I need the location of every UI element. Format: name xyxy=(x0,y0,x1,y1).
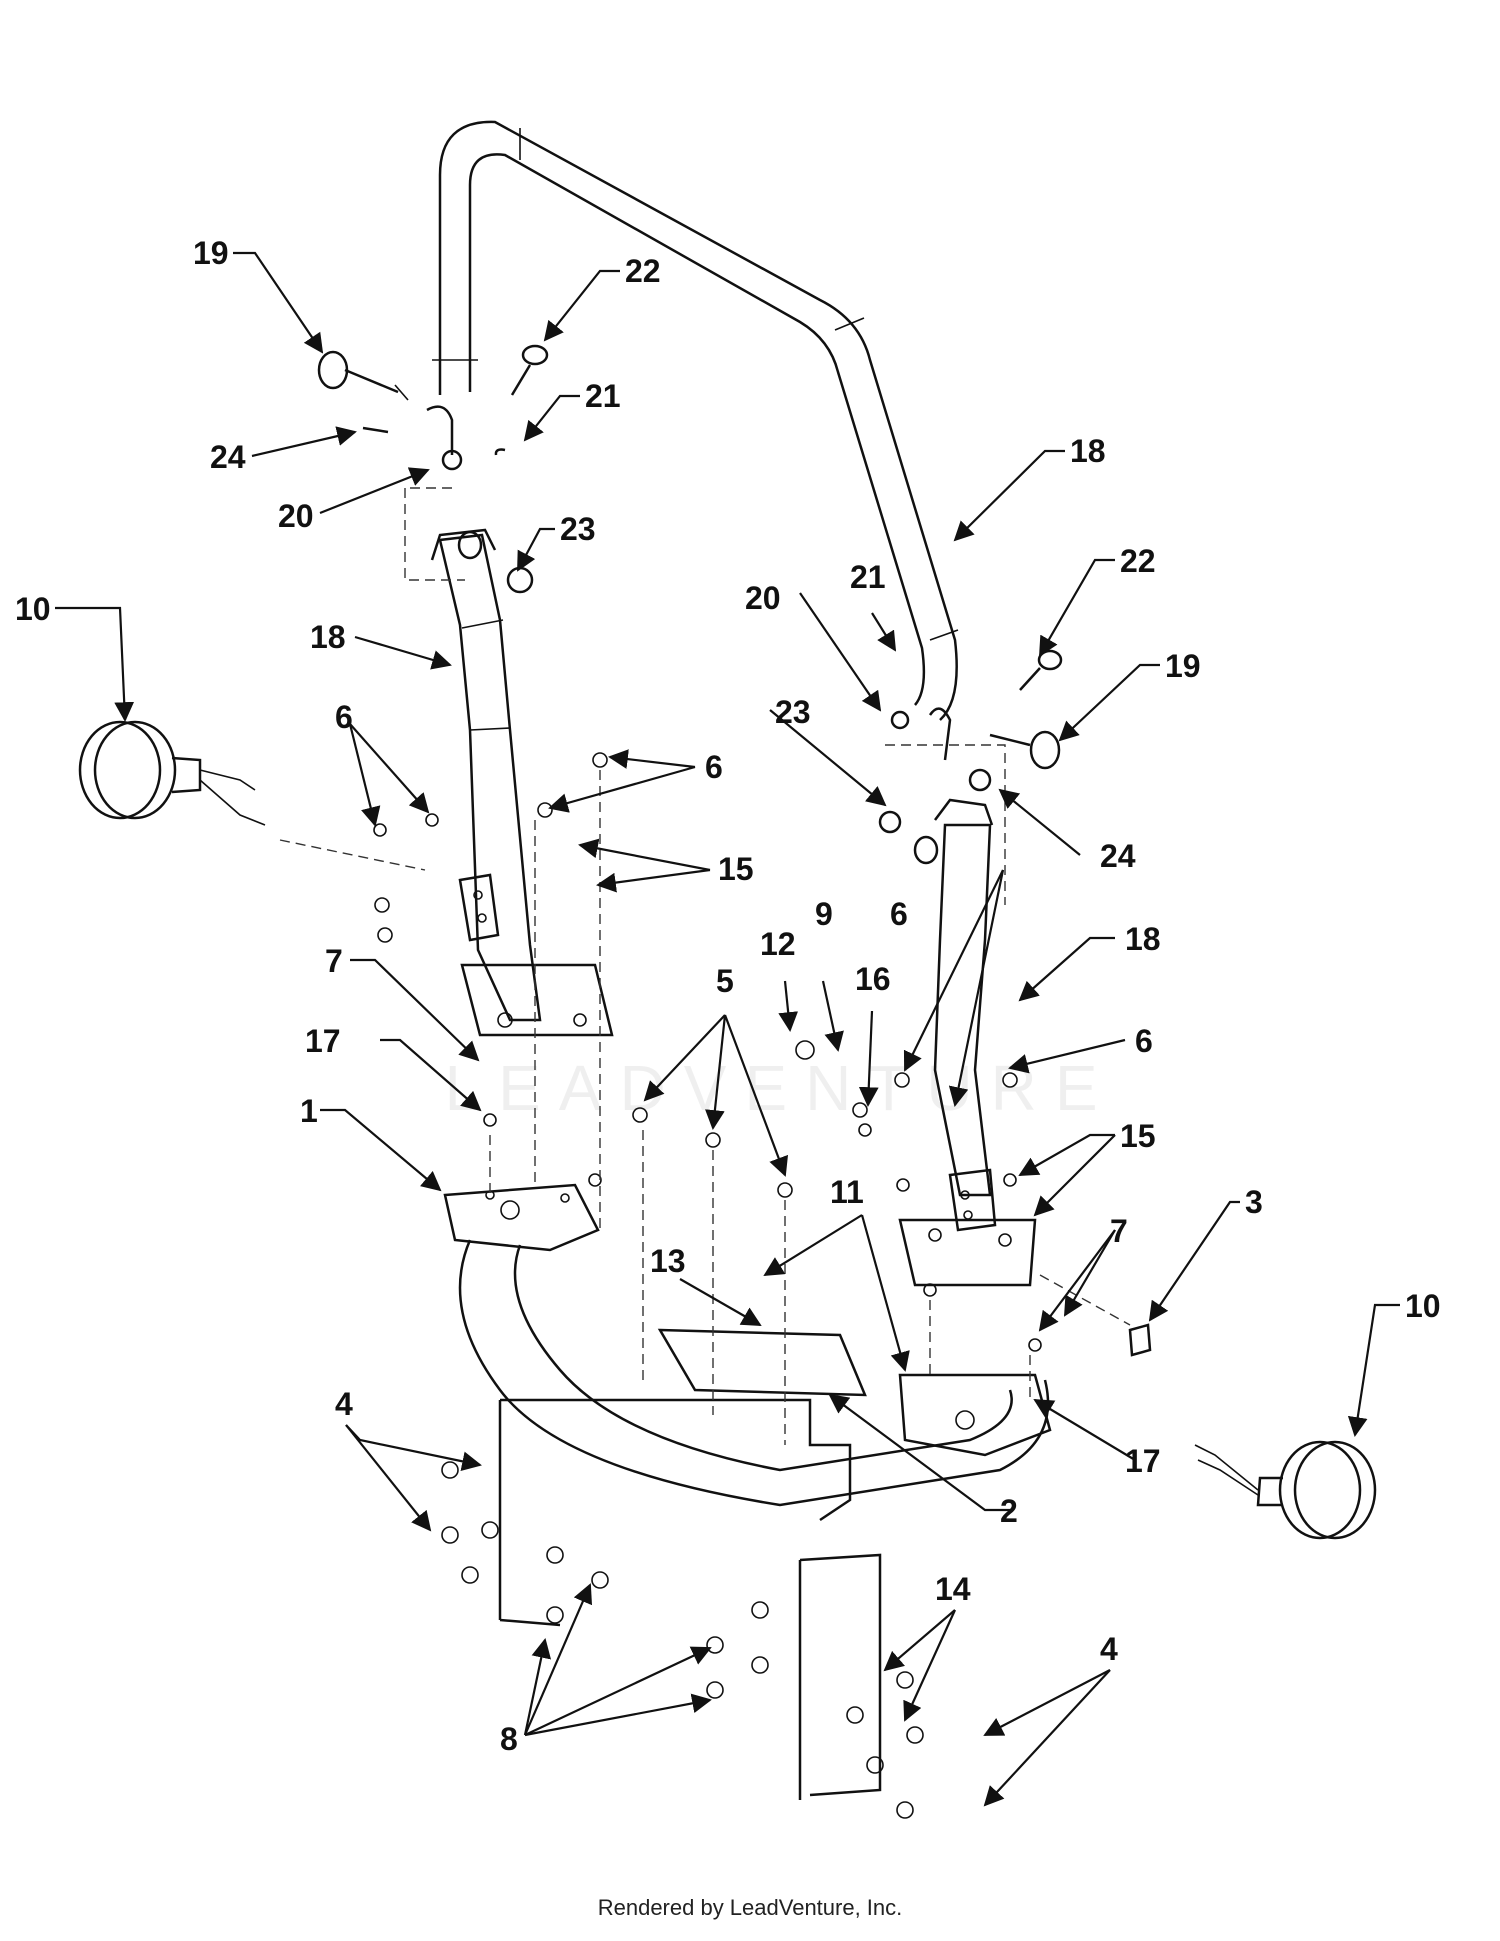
callout-15: 15 xyxy=(1120,1118,1156,1154)
callout-17: 17 xyxy=(1125,1443,1161,1479)
callout-18: 18 xyxy=(310,619,346,655)
callout-6: 6 xyxy=(335,699,353,735)
callout-6: 6 xyxy=(705,749,723,785)
footer-credit: Rendered by LeadVenture, Inc. xyxy=(597,1895,903,1920)
callout-7: 7 xyxy=(1110,1213,1128,1249)
callout-21: 21 xyxy=(850,559,886,595)
callout-7: 7 xyxy=(325,943,343,979)
callout-15: 15 xyxy=(718,851,754,887)
callout-4: 4 xyxy=(335,1386,353,1422)
callout-14: 14 xyxy=(935,1571,971,1607)
callout-19: 19 xyxy=(1165,648,1201,684)
callout-5: 5 xyxy=(716,963,734,999)
callout-11: 11 xyxy=(830,1174,864,1210)
callout-20: 20 xyxy=(278,498,314,534)
hardware-fasteners xyxy=(373,752,1042,1819)
callout-24: 24 xyxy=(210,439,246,475)
left-upright-tube xyxy=(430,528,614,1037)
callout-17: 17 xyxy=(305,1023,341,1059)
callout-22: 22 xyxy=(625,253,661,289)
callout-13: 13 xyxy=(650,1243,686,1279)
right-work-light xyxy=(1039,1274,1377,1540)
watermark-text: LEADVENTURE xyxy=(445,1052,1116,1124)
callout-1: 1 xyxy=(300,1093,318,1129)
callout-18: 18 xyxy=(1125,921,1161,957)
callout-19: 19 xyxy=(193,235,229,271)
roll-bar-hoop xyxy=(432,120,959,721)
callout-24: 24 xyxy=(1100,838,1136,874)
callout-16: 16 xyxy=(855,961,891,997)
callout-12: 12 xyxy=(760,926,796,962)
callout-10: 10 xyxy=(1405,1288,1441,1324)
callout-8: 8 xyxy=(500,1721,518,1757)
callout-labels: 19 22 21 24 20 23 18 18 22 21 20 19 23 2… xyxy=(15,235,1441,1757)
callout-20: 20 xyxy=(745,580,781,616)
leader-lines xyxy=(55,251,1400,1807)
left-work-light xyxy=(78,720,426,871)
callout-10: 10 xyxy=(15,591,51,627)
callout-21: 21 xyxy=(585,378,621,414)
frame-mount-assembly xyxy=(443,1183,1052,1800)
callout-2: 2 xyxy=(1000,1493,1018,1529)
callout-23: 23 xyxy=(775,694,811,730)
left-hinge-parts xyxy=(317,344,549,594)
callout-6: 6 xyxy=(1135,1023,1153,1059)
callout-9: 9 xyxy=(815,896,833,932)
callout-18: 18 xyxy=(1070,433,1106,469)
callout-6: 6 xyxy=(890,896,908,932)
callout-4: 4 xyxy=(1100,1631,1118,1667)
callout-23: 23 xyxy=(560,511,596,547)
callout-22: 22 xyxy=(1120,543,1156,579)
callout-3: 3 xyxy=(1245,1184,1263,1220)
